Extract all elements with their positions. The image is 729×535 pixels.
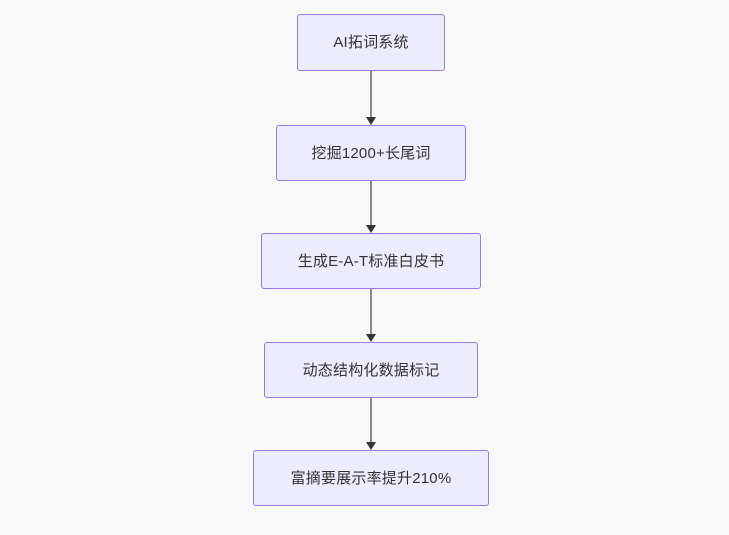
connector-line — [370, 181, 372, 226]
flow-node-generate-eat-whitepaper[interactable]: 生成E-A-T标准白皮书 — [261, 233, 481, 289]
flow-node-label: 挖掘1200+长尾词 — [311, 144, 431, 162]
arrowhead-icon — [366, 334, 376, 342]
arrowhead-icon — [366, 225, 376, 233]
connector-line — [370, 71, 372, 118]
flow-node-label: AI拓词系统 — [333, 34, 409, 51]
flow-node-ai-keyword-system[interactable]: AI拓词系统 — [297, 14, 445, 71]
flow-node-rich-snippet-rate-increase[interactable]: 富摘要展示率提升210% — [253, 450, 489, 506]
flow-node-label: 生成E-A-T标准白皮书 — [297, 252, 445, 270]
connector-n4-n5 — [366, 398, 376, 450]
connector-line — [370, 289, 372, 335]
flow-node-label: 富摘要展示率提升210% — [290, 469, 452, 487]
connector-n3-n4 — [366, 289, 376, 342]
arrowhead-icon — [366, 117, 376, 125]
connector-n2-n3 — [366, 181, 376, 233]
connector-line — [370, 398, 372, 443]
flow-node-label: 动态结构化数据标记 — [302, 361, 440, 379]
arrowhead-icon — [366, 442, 376, 450]
flow-node-mine-longtail-keywords[interactable]: 挖掘1200+长尾词 — [276, 125, 466, 181]
flow-node-dynamic-structured-data-markup[interactable]: 动态结构化数据标记 — [264, 342, 478, 398]
connector-n1-n2 — [366, 71, 376, 125]
